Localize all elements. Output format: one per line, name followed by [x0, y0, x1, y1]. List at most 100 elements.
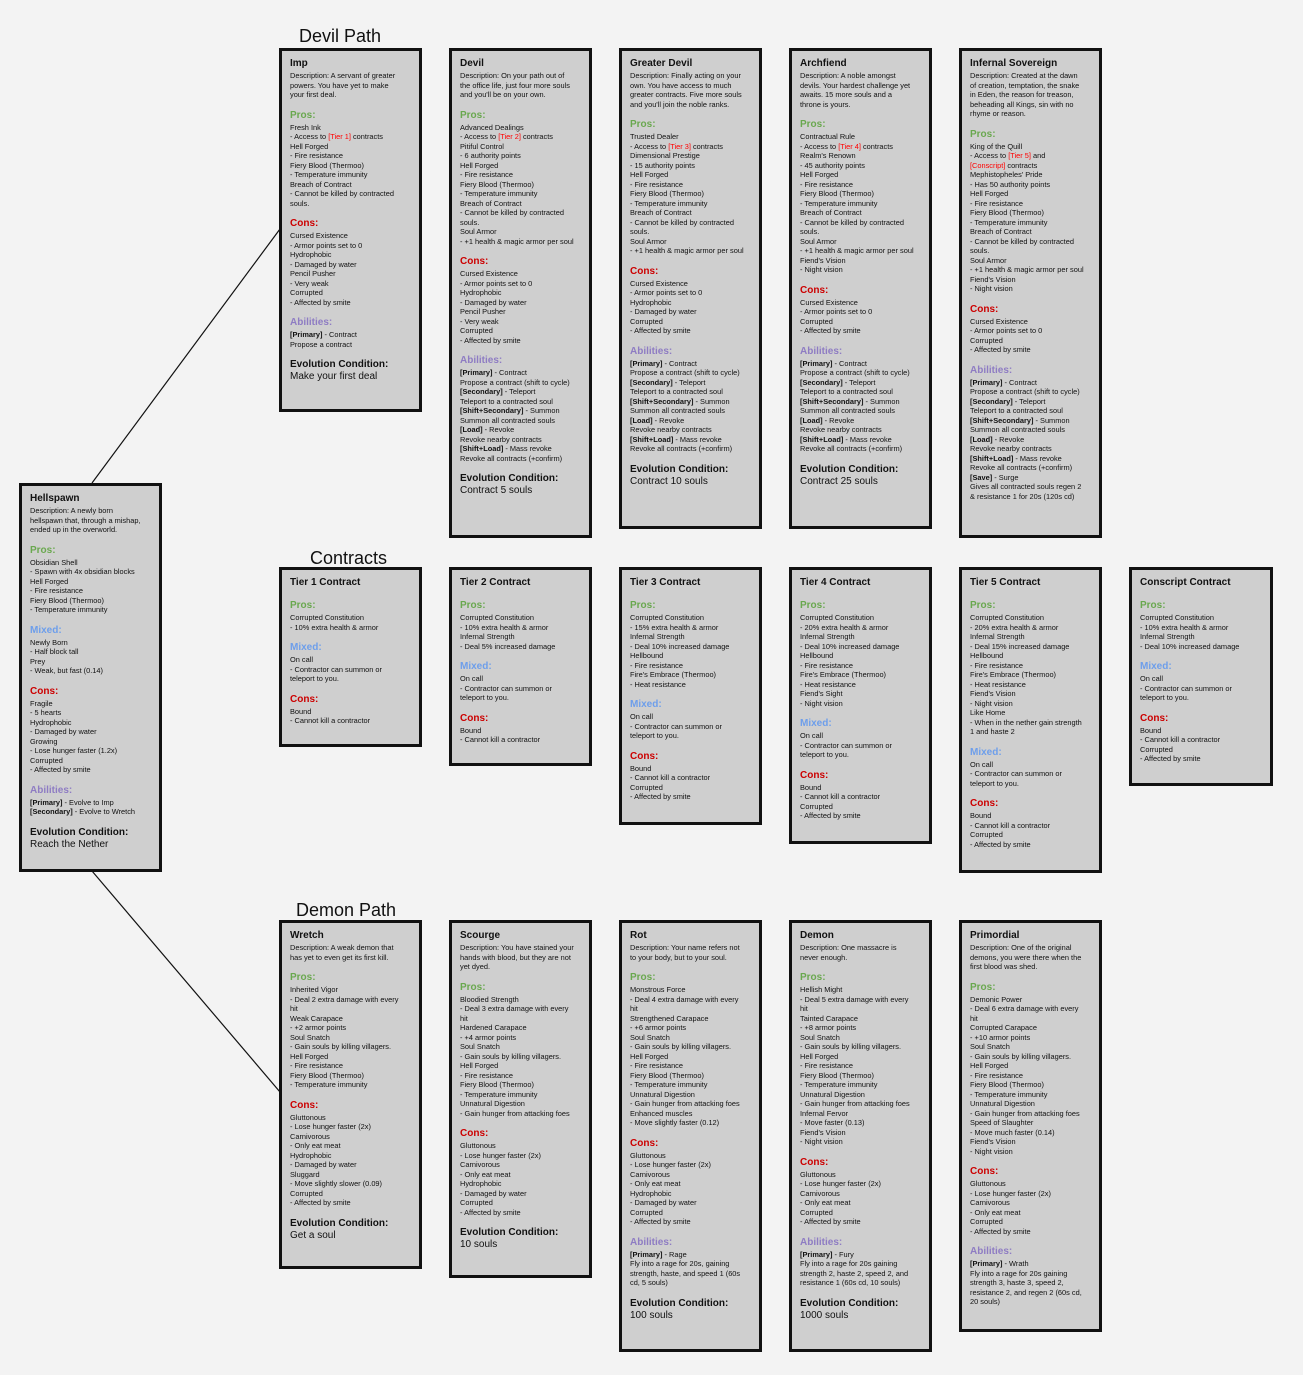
pros-line: - Deal 10% increased damage	[630, 641, 730, 651]
cons-line: Hydrophobic	[460, 1179, 502, 1188]
card-name: Infernal Sovereign	[970, 58, 1058, 69]
pros-line: Hell Forged	[630, 170, 669, 179]
mixed-heading: Mixed:	[460, 661, 492, 672]
mixed-line: On call	[1140, 674, 1164, 683]
evolution-heading: Evolution Condition:	[630, 463, 729, 475]
pros-line: Hell Forged	[800, 170, 839, 179]
pros-line: Corrupted Constitution	[1140, 613, 1214, 622]
pros-line: - Temperature immunity	[460, 189, 538, 198]
connector-hellspawn-wretch	[91, 870, 281, 1093]
pros-line: Infernal Strength	[1140, 632, 1195, 641]
pros-line: - +1 health & magic armor per soul	[970, 265, 1084, 274]
pros-line: Breach of Contract	[630, 208, 692, 217]
pros-line: Hell Forged	[290, 1051, 329, 1061]
ability-line: [Primary] - Contract	[460, 368, 581, 378]
pros-line: - Fire resistance	[630, 660, 683, 670]
ability-line: Propose a contract	[290, 340, 411, 350]
cons-line: - Move slightly slower (0.09)	[290, 1179, 383, 1188]
ability-key: [Shift+Load]	[630, 434, 674, 444]
ability-text: Teleport to a contracted soul	[800, 387, 893, 396]
card-description-line: and you'll join the noble ranks.	[630, 99, 730, 109]
ability-text: Propose a contract (shift to cycle)	[630, 368, 740, 377]
evolution-condition: Contract 10 souls	[630, 475, 708, 487]
pros-line: - Heat resistance	[800, 679, 856, 689]
pros-line: Fiery Blood (Thermoo)	[30, 595, 104, 605]
pros-line: souls.	[290, 198, 310, 208]
cons-line: Bound	[1140, 725, 1162, 735]
cons-line: - Affected by smite	[290, 297, 351, 307]
pros-line: Fiend's Vision	[970, 274, 1016, 284]
card-description-line: own. You have access to much	[630, 80, 732, 90]
pros-line: Speed of Slaughter	[970, 1118, 1034, 1127]
spacer	[970, 355, 1091, 365]
pros-line: Weak Carapace	[290, 1013, 343, 1023]
card-name: Rot	[630, 930, 647, 941]
ability-text: Revoke nearby contracts	[800, 425, 882, 434]
contract-tier-tag: [Tier 1]	[328, 132, 351, 141]
pros-line: - +6 armor points	[630, 1023, 687, 1032]
ability-key: [Shift+Secondary]	[800, 396, 864, 406]
pros-line: - 6 authority points	[460, 151, 521, 160]
spacer	[630, 590, 751, 600]
ability-line: Propose a contract (shift to cycle)	[460, 378, 581, 388]
cons-line: - Lose hunger faster (2x)	[800, 1179, 881, 1188]
cons-line: - Damaged by water	[460, 297, 527, 307]
ability-text: - Revoke	[482, 425, 515, 434]
card-description-line: Description: On your path out of	[460, 71, 565, 80]
pros-line: Hardened Carapace	[460, 1023, 527, 1032]
pros-heading: Pros:	[970, 600, 996, 611]
mixed-heading: Mixed:	[630, 699, 662, 710]
card-description-line: Description: A servant of greater	[290, 71, 396, 80]
evolution-heading: Evolution Condition:	[800, 463, 899, 475]
cons-line: Corrupted	[460, 1198, 493, 1207]
cons-line: - Affected by smite	[970, 839, 1031, 849]
ability-line: Summon all contracted souls	[970, 425, 1091, 435]
cons-line: Hydrophobic	[290, 1150, 332, 1160]
pros-line: Unnatural Digestion	[630, 1089, 695, 1099]
pros-line: - +1 health & magic armor per soul	[630, 246, 744, 255]
ability-key: [Secondary]	[970, 396, 1013, 406]
pros-line: Unnatural Digestion	[800, 1089, 865, 1099]
cons-line: - Affected by smite	[630, 792, 691, 801]
mixed-line: teleport to you.	[970, 778, 1019, 788]
pros-line: - Fire resistance	[460, 1070, 513, 1080]
ability-text: Summon all contracted souls	[800, 406, 895, 415]
cons-line: Gluttonous	[630, 1150, 666, 1160]
pros-line: Bloodied Strength	[460, 994, 519, 1004]
pros-line: - Night vision	[800, 698, 843, 708]
ability-text: Propose a contract (shift to cycle)	[800, 368, 910, 377]
pros-line: Hell Forged	[30, 576, 69, 586]
cons-heading: Cons:	[800, 284, 829, 296]
spacer	[460, 100, 581, 110]
cons-line: - Cannot kill a contractor	[290, 716, 371, 725]
cons-line: Gluttonous	[460, 1141, 496, 1150]
ability-text: - Contract	[322, 330, 357, 339]
mixed-line: On call	[460, 674, 484, 683]
evolution-condition: 1000 souls	[800, 1309, 849, 1321]
pros-line: - Fire resistance	[800, 660, 853, 670]
pros-line: - Cannot be killed by contracted	[460, 208, 564, 217]
ability-line: [Load] - Revoke	[970, 435, 1091, 445]
spacer	[800, 336, 921, 346]
ability-text: Revoke all contracts (+confirm)	[630, 444, 733, 453]
cons-heading: Cons:	[800, 1156, 829, 1168]
ability-line: Fly into a rage for 20s gaining	[800, 1259, 921, 1269]
mixed-line: - Contractor can summon or	[970, 769, 1063, 778]
card-description-line: throne is yours.	[800, 99, 851, 109]
spacer	[1140, 651, 1262, 661]
pros-line: Soul Snatch	[970, 1042, 1010, 1051]
mixed-line: - Contractor can summon or	[630, 721, 723, 731]
pros-line: - 10% extra health & armor	[1140, 622, 1229, 632]
spacer	[30, 615, 151, 625]
spacer	[460, 463, 581, 473]
card-name: Imp	[290, 58, 308, 69]
cons-line: Gluttonous	[970, 1179, 1006, 1188]
pros-line: Soul Snatch	[630, 1032, 670, 1042]
ability-line: Revoke all contracts (+confirm)	[800, 444, 921, 454]
ability-line: Gives all contracted souls regen 2	[970, 482, 1091, 492]
